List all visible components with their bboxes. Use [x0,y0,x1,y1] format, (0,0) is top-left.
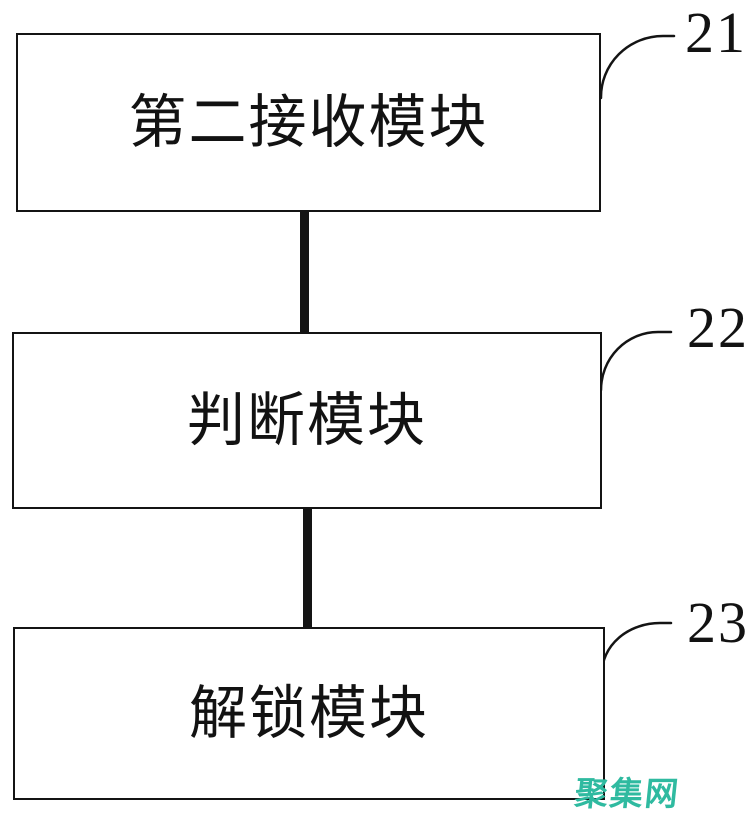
ref-number-22: 22 [687,295,749,360]
ref-number-23: 23 [687,590,749,655]
module-box-23: 解锁模块 [13,627,605,800]
module-name-23: 解锁模块 [188,680,429,746]
watermark-logo: 聚集网 [572,774,683,813]
module-name-22: 判断模块 [186,387,427,453]
connector-line-21-22 [300,206,309,338]
leader-arc-22 [599,330,673,392]
module-box-22: 判断模块 [12,332,602,509]
leader-arc-23 [600,621,673,675]
connector-line-22-23 [303,503,312,633]
module-name-21: 第二接收模块 [128,89,489,155]
ref-number-21: 21 [685,0,747,65]
leader-arc-21 [599,34,676,100]
module-box-21: 第二接收模块 [16,33,601,212]
